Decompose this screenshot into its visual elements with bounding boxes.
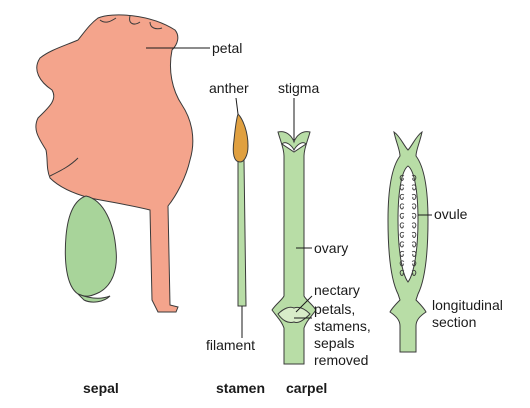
ovule-mark <box>399 184 405 191</box>
anther-shape <box>232 113 249 163</box>
label-petals-removed-2: stamens, <box>314 318 371 334</box>
stamen-illustration <box>232 113 249 307</box>
ovule-mark <box>411 260 417 267</box>
ovule-mark <box>399 269 405 276</box>
filament-shape <box>237 159 247 307</box>
caption-sepal: sepal <box>83 380 119 396</box>
sepal-illustration <box>64 195 117 303</box>
label-nectary: nectary <box>314 282 360 298</box>
label-filament: filament <box>206 337 255 353</box>
ovary-cavity <box>397 165 419 283</box>
stigma-tip <box>281 142 307 153</box>
sepal-shape <box>64 195 117 297</box>
label-longitudinal: longitudinal <box>432 297 503 313</box>
label-stigma: stigma <box>278 80 319 96</box>
carpel-illustration <box>271 131 317 365</box>
ovule-mark <box>399 193 405 200</box>
label-petals-removed-1: petals, <box>314 301 355 317</box>
label-petal: petal <box>212 40 242 56</box>
ovule-mark <box>399 222 405 229</box>
ovule-mark <box>411 222 417 229</box>
label-petals-removed-4: removed <box>314 352 368 368</box>
ovule-mark <box>399 212 405 219</box>
ovule-mark <box>399 260 405 267</box>
leader-lines <box>146 47 432 338</box>
ovule-mark <box>399 250 405 257</box>
carpel-shape <box>271 131 317 365</box>
ovule-mark <box>411 212 417 219</box>
ovule-mark <box>411 269 417 276</box>
ovule-mark <box>411 241 417 248</box>
ovule-mark <box>399 203 405 210</box>
ovule-mark <box>399 231 405 238</box>
ovule-mark <box>411 203 417 210</box>
label-ovule: ovule <box>434 206 468 222</box>
label-petals-removed-3: sepals <box>314 335 354 351</box>
ovule-mark <box>411 231 417 238</box>
ovule-mark <box>411 174 417 181</box>
label-ovary: ovary <box>314 240 348 256</box>
carpel-section-illustration <box>387 130 429 353</box>
ovule-mark <box>411 193 417 200</box>
ovule-mark <box>411 250 417 257</box>
caption-stamen: stamen <box>216 380 265 396</box>
ovule-mark <box>411 184 417 191</box>
label-anther: anther <box>209 80 249 96</box>
ovule-group <box>399 174 417 276</box>
caption-carpel: carpel <box>286 380 327 396</box>
ovule-mark <box>399 174 405 181</box>
nectary-base <box>277 306 311 323</box>
label-section: section <box>432 314 476 330</box>
ovule-mark <box>399 241 405 248</box>
